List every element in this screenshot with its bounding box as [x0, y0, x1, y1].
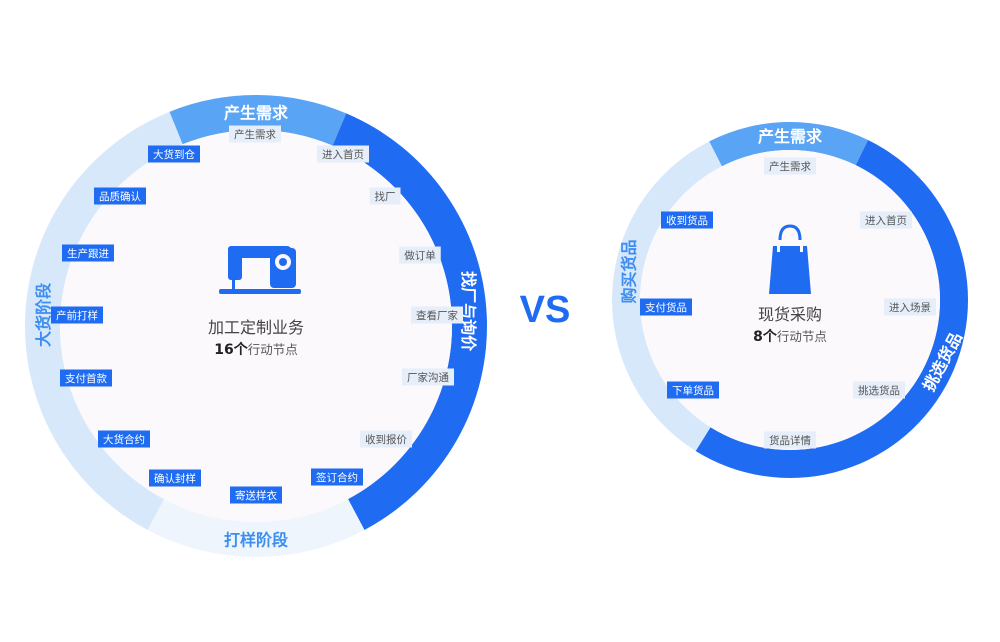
- ring-segment-bulk: [24, 111, 183, 530]
- action-node-box: [60, 369, 112, 387]
- action-node-label: 产前打样: [56, 309, 98, 322]
- action-node-box: [149, 469, 201, 487]
- action-node-label: 支付首款: [65, 372, 107, 385]
- inner-disc: [60, 130, 452, 522]
- node-count-suffix: 行动节点: [248, 342, 298, 357]
- action-node-box: [229, 125, 281, 143]
- center-count: 16个行动节点: [214, 341, 298, 358]
- action-node-label: 做订单: [404, 249, 436, 262]
- action-node-label: 大货合约: [103, 433, 145, 446]
- action-node-label: 货品详情: [769, 434, 811, 447]
- action-node-box: [860, 211, 912, 229]
- action-node-label: 挑选货品: [858, 384, 900, 397]
- ring-segment-buy-goods: [612, 141, 722, 451]
- action-node-label: 收到货品: [666, 214, 708, 227]
- action-node-box: [230, 486, 282, 504]
- action-node-box: [411, 306, 463, 324]
- center-count: 8个行动节点: [753, 328, 827, 345]
- action-node-label: 厂家沟通: [407, 371, 449, 384]
- ring-segment-demand: [169, 95, 347, 146]
- action-node-box: [62, 244, 114, 262]
- shopping-bag-icon: [769, 224, 811, 294]
- sewing-machine-icon: [219, 246, 301, 294]
- node-count: 8个: [753, 328, 778, 345]
- action-node-label: 产生需求: [769, 160, 811, 173]
- action-node-label: 寄送样衣: [235, 489, 277, 502]
- segment-label-buy-goods: 购买货品: [619, 240, 638, 304]
- action-node-box: [640, 298, 692, 316]
- action-node-label: 支付货品: [645, 301, 687, 314]
- center-title: 现货采购: [758, 305, 822, 324]
- action-node-label: 确认封样: [154, 472, 196, 485]
- action-node-label: 查看厂家: [416, 309, 458, 322]
- action-node-box: [853, 381, 905, 399]
- action-node-box: [667, 381, 719, 399]
- node-count-suffix: 行动节点: [777, 329, 827, 344]
- action-node-label: 品质确认: [99, 190, 141, 203]
- action-node-box: [94, 187, 146, 205]
- action-node-box: [399, 246, 441, 264]
- node-count: 16个: [214, 341, 248, 358]
- action-node-label: 大货到仓: [153, 148, 195, 161]
- action-node-box: [764, 431, 816, 449]
- ring-segment-find-factory: [332, 113, 488, 530]
- action-node-box: [661, 211, 713, 229]
- segment-label-sampling: 打样阶段: [224, 531, 289, 550]
- action-node-box: [764, 157, 816, 175]
- segment-label-find-factory: 找厂与询价: [459, 271, 478, 352]
- segment-label-demand: 产生需求: [224, 104, 289, 123]
- action-node-label: 产生需求: [234, 128, 276, 141]
- action-node-label: 进入首页: [865, 214, 907, 227]
- action-node-box: [369, 187, 401, 205]
- action-node-label: 进入首页: [322, 148, 364, 161]
- action-node-label: 生产跟进: [67, 247, 109, 260]
- action-node-label: 进入场景: [889, 301, 931, 314]
- custom-business-ring: 产生需求 找厂与询价 打样阶段 大货阶段 产生需求进入首页找厂做订单查看厂家厂家…: [24, 95, 488, 557]
- action-node-label: 签订合约: [316, 471, 358, 484]
- action-node-box: [98, 430, 150, 448]
- segment-label-bulk: 大货阶段: [34, 282, 53, 347]
- vs-label: VS: [520, 289, 571, 331]
- action-node-box: [360, 430, 412, 448]
- center-title: 加工定制业务: [208, 318, 304, 337]
- action-node-box: [148, 145, 200, 163]
- action-node-box: [311, 468, 363, 486]
- action-node-label: 找厂: [375, 190, 396, 203]
- segment-label-demand: 产生需求: [758, 127, 823, 146]
- ring-segment-demand: [709, 122, 869, 167]
- action-node-box: [51, 306, 103, 324]
- action-node-box: [402, 368, 454, 386]
- ring-segment-sampling: [147, 499, 365, 557]
- action-node-box: [884, 298, 936, 316]
- ring-segment-pick-goods: [695, 140, 968, 478]
- action-node-label: 下单货品: [672, 384, 714, 397]
- action-node-label: 收到报价: [365, 433, 407, 446]
- action-node-box: [317, 145, 369, 163]
